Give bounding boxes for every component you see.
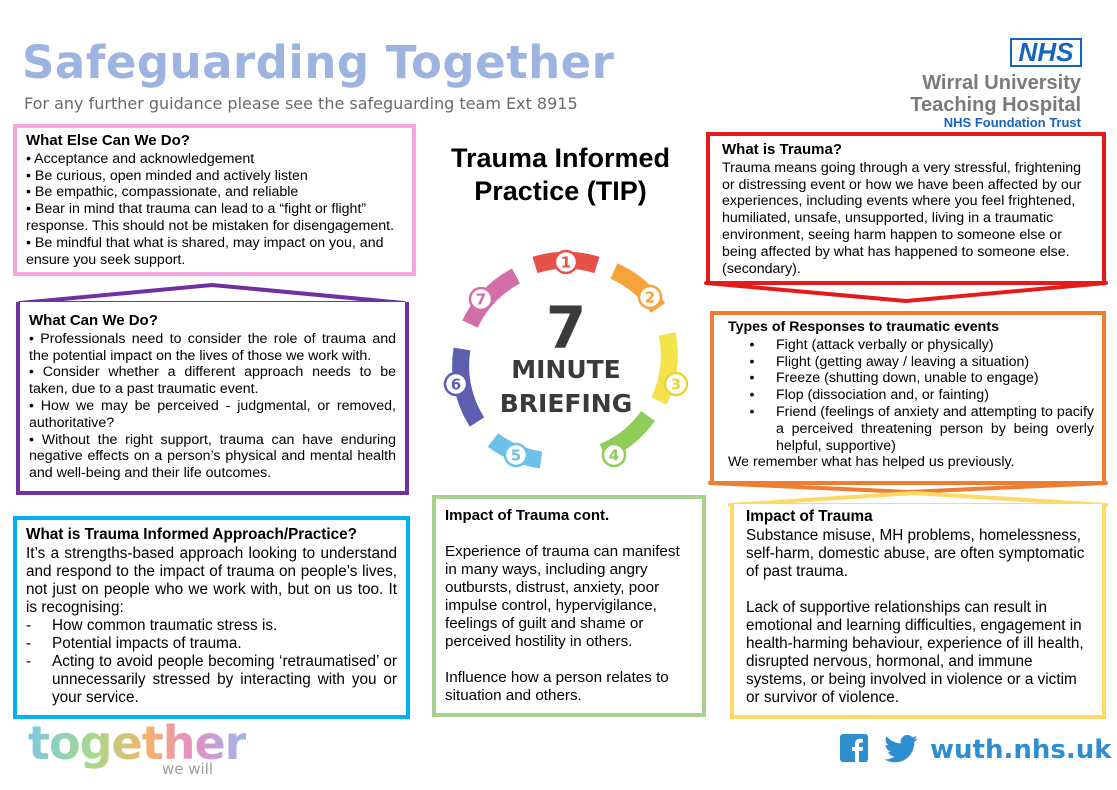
step-3-label: 3 — [671, 376, 681, 394]
organisation-name: Wirral University Teaching Hospital — [910, 72, 1081, 116]
step-1-label: 1 — [561, 254, 571, 272]
step-4-circle — [601, 442, 627, 468]
what-else-item: • Be mindful that what is shared, may im… — [26, 234, 384, 268]
approach-heading: What is Trauma Informed Approach/Practic… — [26, 526, 357, 543]
response-item: •Freeze (shutting down, unable to engage… — [749, 370, 1039, 387]
together-tagline: we will — [162, 760, 214, 778]
impact-cont-paragraph-1: Experience of trauma can manifest in man… — [445, 543, 680, 650]
impact-box: Impact of Trauma Substance misuse, MH pr… — [730, 504, 1106, 719]
step-5-label: 5 — [511, 447, 521, 465]
impact-paragraph-2: Lack of supportive relationships can res… — [746, 599, 1084, 706]
step-2-label: 2 — [645, 289, 655, 307]
page-title: Safeguarding Together — [22, 36, 615, 89]
approach-item: -Acting to avoid people becoming ‘retrau… — [26, 653, 397, 706]
briefing-line-2: BRIEFING — [500, 389, 633, 418]
what-else-item: • Be empathic, compassionate, and reliab… — [26, 184, 299, 201]
what-can-item: • How we may be perceived - judgmental, … — [29, 397, 396, 431]
briefing-number: 7 — [546, 294, 586, 362]
step-4-label: 4 — [609, 447, 619, 465]
what-can-box: What Can We Do? • Professionals need to … — [16, 302, 409, 495]
what-can-item: • Without the right support, trauma can … — [29, 431, 396, 482]
what-can-heading: What Can We Do? — [29, 312, 158, 329]
nhs-logo: NHS — [1010, 38, 1082, 67]
what-is-trauma-text: Trauma means going through a very stress… — [722, 159, 1082, 277]
step-2-circle — [637, 284, 663, 310]
impact-paragraph-1: Substance misuse, MH problems, homelessn… — [746, 527, 1085, 580]
what-can-item: • Consider whether a different approach … — [29, 364, 396, 398]
step-7-label: 7 — [476, 291, 486, 309]
response-item: •Flight (getting away / leaving a situat… — [749, 353, 1030, 370]
what-else-heading: What Else Can We Do? — [26, 132, 190, 149]
step-6-label: 6 — [451, 376, 461, 394]
briefing-line-1: MINUTE — [511, 355, 621, 384]
step-5-circle — [503, 442, 529, 468]
page-subtitle: For any further guidance please see the … — [24, 94, 578, 113]
step-3-circle — [663, 371, 689, 397]
approach-box: What is Trauma Informed Approach/Practic… — [13, 516, 410, 719]
organisation-line-2: Teaching Hospital — [910, 94, 1081, 116]
response-item: •Fight (attack verbally or physically) — [749, 336, 994, 353]
approach-intro: It’s a strengths-based approach looking … — [26, 545, 397, 616]
impact-heading: Impact of Trauma — [746, 508, 873, 525]
what-else-item: • Bear in mind that trauma can lead to a… — [26, 201, 395, 234]
trust-name: NHS Foundation Trust — [943, 115, 1081, 130]
website-link[interactable]: wuth.nhs.uk — [930, 735, 1112, 765]
impact-cont-box: Impact of Trauma cont. Experience of tra… — [432, 495, 706, 717]
what-else-item: • Be curious, open minded and actively l… — [26, 167, 308, 184]
response-item: •Flop (dissociation and, or fainting) — [749, 387, 989, 404]
step-7-circle — [468, 286, 494, 312]
what-is-trauma-heading: What is Trauma? — [722, 141, 843, 158]
organisation-line-1: Wirral University — [922, 72, 1081, 94]
what-else-item: • Acceptance and acknowledgement — [26, 150, 255, 167]
twitter-icon[interactable] — [884, 735, 918, 763]
response-item: •Friend (feelings of anxiety and attempt… — [749, 403, 1094, 454]
facebook-icon[interactable] — [840, 734, 868, 762]
impact-cont-paragraph-2: Influence how a person relates to situat… — [445, 669, 669, 704]
what-is-trauma-box: What is Trauma? Trauma means going throu… — [706, 132, 1106, 283]
approach-item: -How common traumatic stress is. — [26, 617, 278, 634]
impact-cont-heading: Impact of Trauma cont. — [445, 507, 610, 524]
seven-minute-briefing-graphic: 1 2 3 4 5 6 7 7 MINUTE BRIEFING — [443, 249, 689, 469]
what-can-item: • Professionals need to consider the rol… — [29, 330, 396, 364]
responses-box: Types of Responses to traumatic events •… — [710, 311, 1106, 483]
responses-footer: We remember what has helped us previousl… — [728, 454, 1015, 471]
cycle-arc-3 — [651, 332, 678, 405]
tip-title: Trauma Informed Practice (TIP) — [450, 143, 671, 206]
what-else-box: What Else Can We Do? • Acceptance and ac… — [13, 124, 416, 276]
approach-item: -Potential impacts of trauma. — [26, 635, 242, 652]
step-6-circle — [443, 371, 469, 397]
together-logo: together — [28, 716, 247, 770]
responses-heading: Types of Responses to traumatic events — [728, 319, 999, 335]
step-1-circle — [553, 249, 579, 275]
